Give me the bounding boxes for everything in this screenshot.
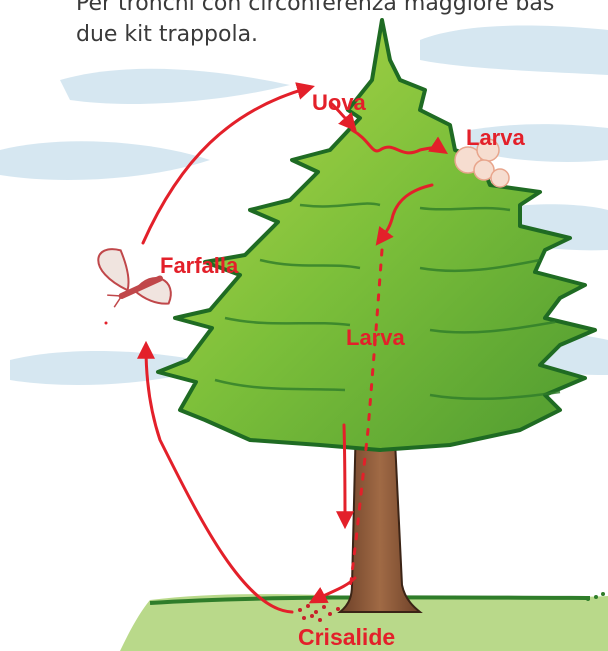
label-butterfly: Farfalla <box>160 253 239 278</box>
label-larva-trunk: Larva <box>346 325 405 350</box>
label-eggs: Uova <box>312 90 367 115</box>
moth-icon <box>87 231 176 328</box>
arrow-trunk-down <box>344 425 345 522</box>
label-larva-top: Larva <box>466 125 525 150</box>
label-pupa: Crisalide <box>298 624 395 650</box>
